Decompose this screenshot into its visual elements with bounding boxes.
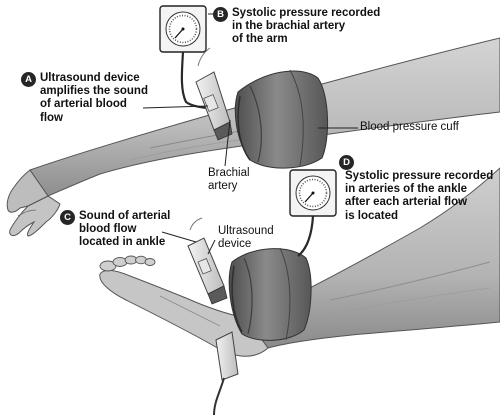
callout-b-text: Systolic pressure recorded in the brachi…	[232, 7, 381, 46]
leg-cuff	[228, 247, 312, 341]
leader-lines	[142, 13, 358, 255]
leg-gauge	[289, 169, 337, 217]
arm-gauge	[159, 5, 207, 53]
callout-c-badge: C	[60, 210, 75, 225]
cuff-label: Blood pressure cuff	[360, 121, 459, 133]
ultrasound-device-label: Ultrasound device	[218, 225, 274, 251]
hand	[6, 169, 61, 237]
arm-ultrasound-probe	[195, 47, 233, 141]
callout-a-badge: A	[21, 72, 36, 87]
leg-ultrasound-probe	[187, 217, 228, 305]
arm-cuff	[234, 69, 329, 169]
callout-d-text: Systolic pressure recorded in arteries o…	[345, 170, 494, 222]
callout-b-badge: B	[213, 7, 228, 22]
callout-a-text: Ultrasound device amplifies the sound of…	[40, 72, 148, 124]
callout-c-text: Sound of arterial blood flow located in …	[79, 210, 171, 249]
brachial-artery-label: Brachial artery	[208, 167, 250, 193]
callout-d-badge: D	[339, 155, 354, 170]
ankle-ultrasound-device	[213, 331, 239, 415]
